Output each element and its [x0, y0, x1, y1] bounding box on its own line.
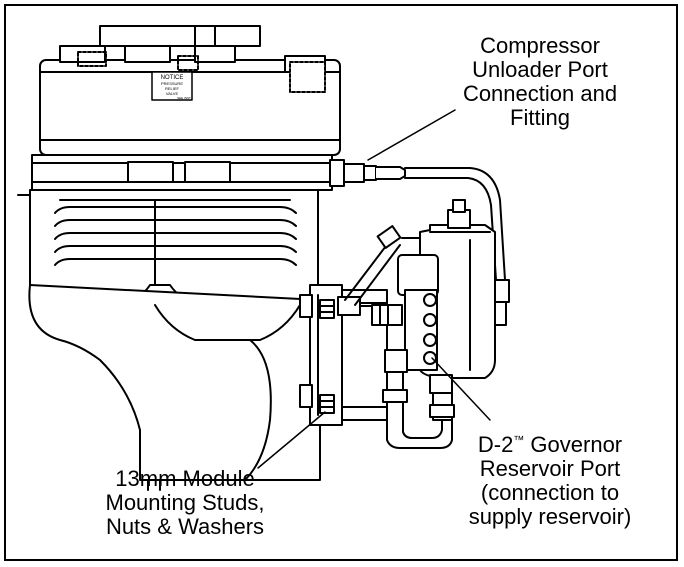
label-governor-reservoir-port: D-2™ Governor Reservoir Port (connection…: [450, 433, 650, 529]
notice-plate-line: SEE INST: [177, 96, 191, 100]
label-line-text: D-2: [477, 432, 514, 457]
label-line-text: Governor: [524, 432, 623, 457]
label-line: Reservoir Port: [479, 456, 621, 481]
label-line: D-2™ Governor: [450, 433, 650, 457]
notice-plate-title: NOTICE: [161, 75, 184, 81]
label-compressor-unloader-port: Compressor Unloader Port Connection and …: [440, 34, 640, 130]
leader-lines: [257, 109, 491, 469]
cylinder-head: [39, 25, 341, 156]
notice-plate-line: VALVE: [166, 91, 179, 96]
mounting-studs: [319, 299, 335, 414]
label-line: Unloader Port: [472, 57, 608, 82]
leader-line-reservoir: [431, 357, 491, 421]
label-line: Mounting Studs,: [105, 490, 265, 515]
label-line: Connection and: [462, 81, 618, 106]
label-line: Fitting: [510, 105, 570, 130]
unloader-fitting: [329, 159, 510, 326]
label-line: supply reservoir): [468, 504, 632, 529]
crossover-line: [344, 225, 421, 306]
notice-plate-line: PRESSURE: [161, 81, 183, 86]
fitting-manifold: [337, 254, 439, 371]
trademark-mark: ™: [513, 434, 525, 447]
leader-line-unloader: [367, 109, 456, 161]
label-module-mounting-studs: 13mm Module Mounting Studs, Nuts & Washe…: [95, 467, 275, 539]
label-line: (connection to: [480, 480, 620, 505]
label-line: Compressor: [480, 33, 600, 58]
crankcase: [28, 284, 321, 491]
label-line: Nuts & Washers: [105, 514, 265, 539]
notice-plate: NOTICE PRESSURE RELIEF VALVE SEE INST: [151, 71, 193, 101]
leader-line-studs: [257, 411, 326, 469]
label-line: 13mm Module: [115, 466, 255, 491]
supply-hoses: [382, 349, 455, 449]
notice-plate-line: RELIEF: [165, 86, 180, 91]
head-flange: [31, 154, 333, 191]
